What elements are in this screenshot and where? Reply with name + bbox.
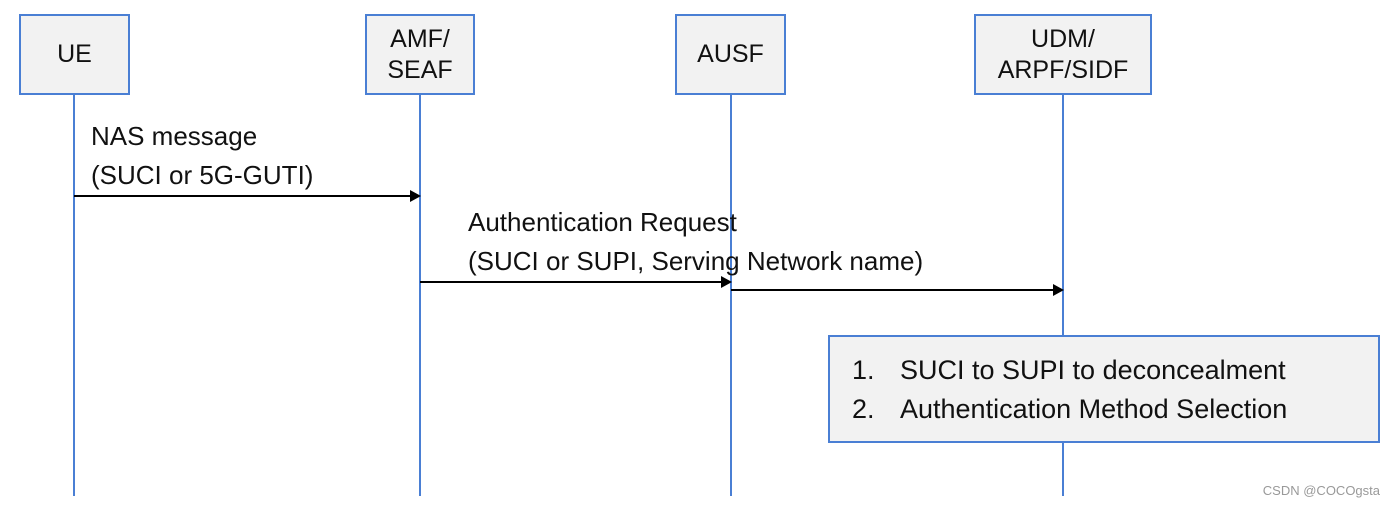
participant-udm-label-line1: UDM/ <box>1031 24 1095 53</box>
message-nas-arrow <box>74 190 421 202</box>
lifeline-amf-seaf <box>419 94 421 496</box>
udm-processing-steps: 1. SUCI to SUPI to deconcealment 2. Auth… <box>852 351 1378 429</box>
watermark: CSDN @COCOgsta <box>1262 483 1380 498</box>
lifeline-ausf <box>730 94 732 496</box>
note-step-2-text: Authentication Method Selection <box>900 394 1288 424</box>
participant-amf-label-line1: AMF/ <box>390 24 450 53</box>
participant-udm: UDM/ ARPF/SIDF <box>974 14 1152 95</box>
message-auth-request-label: Authentication Request (SUCI or SUPI, Se… <box>468 203 923 281</box>
message-nas-line1: NAS message <box>91 121 258 151</box>
udm-processing-note: 1. SUCI to SUPI to deconcealment 2. Auth… <box>828 335 1380 443</box>
message-auth-request-arrow-amf-ausf <box>420 276 732 288</box>
participant-amf-seaf: AMF/ SEAF <box>365 14 475 95</box>
participant-ue-label: UE <box>57 40 92 68</box>
participant-udm-label-line2: ARPF/SIDF <box>997 55 1129 84</box>
note-step-2: 2. Authentication Method Selection <box>852 390 1378 429</box>
participant-ausf-label: AUSF <box>697 40 764 68</box>
message-auth-request-line1: Authentication Request <box>468 207 737 237</box>
arrow-head-icon <box>410 190 421 202</box>
note-step-1-text: SUCI to SUPI to deconcealment <box>900 355 1286 385</box>
message-nas-label: NAS message (SUCI or 5G-GUTI) <box>91 117 313 195</box>
note-step-2-number: 2. <box>852 394 875 424</box>
arrow-head-icon <box>1053 284 1064 296</box>
note-step-1: 1. SUCI to SUPI to deconcealment <box>852 351 1378 390</box>
message-nas-line2: (SUCI or 5G-GUTI) <box>91 160 314 190</box>
message-auth-request-arrow-ausf-udm <box>731 284 1064 296</box>
participant-ue: UE <box>19 14 130 95</box>
participant-amf-label-line2: SEAF <box>387 55 453 84</box>
note-step-1-number: 1. <box>852 355 875 385</box>
arrow-head-icon <box>721 276 732 288</box>
lifeline-ue <box>73 94 75 496</box>
participant-ausf: AUSF <box>675 14 786 95</box>
message-auth-request-line2: (SUCI or SUPI, Serving Network name) <box>468 246 924 276</box>
